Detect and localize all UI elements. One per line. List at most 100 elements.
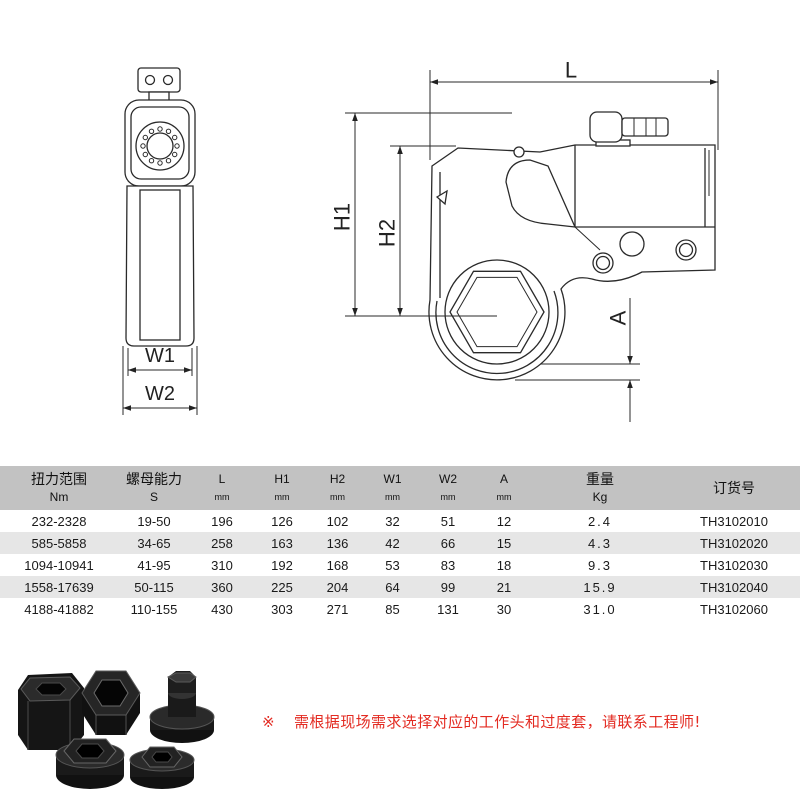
w2-cell: 66: [420, 532, 476, 554]
spec-table: 扭力范围 Nm 螺母能力 S L mm H1 mm H2 mm W1 mm: [0, 466, 800, 620]
socket-set-image: [18, 670, 215, 789]
w2-cell: 99: [420, 576, 476, 598]
header-title: 重量: [586, 471, 614, 487]
h2-cell: 102: [326, 513, 349, 529]
a-cell: 21: [476, 576, 532, 598]
small-flanged-socket: [129, 746, 195, 789]
torque-range-cell: 585-5858: [0, 532, 118, 554]
nut-capacity-cell: 34-65: [118, 532, 190, 554]
engineer-contact-note: ※需根据现场需求选择对应的工作头和过度套，请联系工程师!: [262, 711, 701, 733]
header-l: L mm: [190, 466, 254, 510]
a-cell: 12: [496, 513, 512, 529]
h2-cell: 168: [326, 557, 349, 573]
table-row: 585-5858 34-65 258 163 136 42 66 15 4.3 …: [0, 532, 800, 554]
header-w1: W1 mm: [365, 466, 420, 510]
h2-cell: 271: [326, 601, 349, 617]
weight-cell: 9.3: [587, 557, 613, 573]
weight-cell: 2.4: [587, 513, 613, 529]
width-dimensions: [122, 346, 198, 415]
header-title: W2: [439, 472, 457, 486]
order-number-cell: TH3102030: [700, 557, 768, 573]
order-number-cell: TH3102040: [668, 576, 800, 598]
header-unit: S: [149, 490, 158, 504]
table-row: 1094-10941 41-95 310 192 168 53 83 18 9.…: [0, 554, 800, 576]
bolt-circle: [140, 126, 180, 166]
header-title: A: [499, 472, 508, 486]
header-unit: mm: [330, 492, 345, 502]
h1-cell: 192: [271, 557, 293, 573]
hex-socket: [18, 673, 84, 750]
torque-wrench-drawing: W1 W2: [122, 58, 719, 422]
table-row: 4188-41882 110-155 430 303 271 85 131 30…: [0, 598, 800, 620]
header-unit: mm: [385, 492, 400, 502]
a-label: A: [606, 310, 631, 325]
stepped-adapter: [149, 671, 215, 743]
hex-ring-socket: [81, 670, 141, 735]
l-cell: 258: [190, 532, 254, 554]
header-nut-capacity: 螺母能力 S: [118, 466, 190, 510]
l-cell: 310: [211, 557, 233, 573]
torque-range-cell: 1094-10941: [24, 557, 94, 573]
a-cell: 15: [476, 532, 532, 554]
w1-label: W1: [145, 345, 175, 367]
h1-cell: 225: [254, 576, 310, 598]
header-h1: H1 mm: [254, 466, 310, 510]
header-h2: H2 mm: [310, 466, 365, 510]
header-unit: mm: [274, 492, 290, 502]
side-view: [124, 67, 196, 347]
h1-label: H1: [330, 203, 355, 231]
swivel-coupler: [589, 111, 669, 147]
header-order-number: 订货号: [668, 466, 800, 510]
w2-label: W2: [145, 383, 175, 405]
weight-cell: 15.9: [532, 576, 668, 598]
w1-cell: 53: [385, 557, 400, 573]
h2-cell: 204: [310, 576, 365, 598]
hex-drive: [449, 270, 545, 354]
pivot-hole: [619, 231, 645, 257]
header-weight: 重量 Kg: [532, 466, 668, 510]
header-a: A mm: [476, 466, 532, 510]
w2-cell: 51: [440, 513, 456, 529]
weight-cell: 31.0: [583, 601, 617, 617]
l-cell: 360: [190, 576, 254, 598]
h2-cell: 136: [310, 532, 365, 554]
table-header-row: 扭力范围 Nm 螺母能力 S L mm H1 mm H2 mm W1 mm: [0, 466, 800, 510]
w1-cell: 42: [365, 532, 420, 554]
w2-cell: 131: [437, 601, 459, 617]
h1-cell: 126: [271, 513, 293, 529]
order-number-cell: TH3102010: [700, 513, 768, 529]
h2-label: H2: [375, 219, 400, 247]
header-title: H2: [329, 472, 346, 486]
front-view: [428, 111, 716, 381]
header-title: L: [218, 472, 226, 486]
front-dimensions: [345, 70, 719, 422]
nut-capacity-cell: 41-95: [137, 557, 171, 573]
order-number-cell: TH3102020: [668, 532, 800, 554]
torque-range-cell: 232-2328: [31, 513, 87, 529]
l-cell: 196: [211, 513, 233, 529]
w1-cell: 85: [385, 601, 400, 617]
table-row: 232-2328 19-50 196 126 102 32 51 12 2.4 …: [0, 510, 800, 532]
header-title: 扭力范围: [31, 471, 87, 487]
header-unit: Kg: [592, 490, 608, 504]
header-title: W1: [383, 472, 402, 486]
weight-cell: 4.3: [532, 532, 668, 554]
header-unit: mm: [496, 492, 512, 502]
nut-capacity-cell: 110-155: [130, 601, 178, 617]
header-title: 订货号: [713, 480, 755, 496]
header-torque-range: 扭力范围 Nm: [0, 466, 118, 510]
header-w2: W2 mm: [420, 466, 476, 510]
a-cell: 18: [496, 557, 512, 573]
a-cell: 30: [496, 601, 512, 617]
pawl-slot: [505, 159, 577, 228]
order-number-cell: TH3102060: [700, 601, 768, 617]
hose-connector: [137, 67, 181, 93]
w2-cell: 83: [440, 557, 456, 573]
w1-cell: 32: [385, 513, 400, 529]
nut-capacity-cell: 50-115: [118, 576, 190, 598]
nut-capacity-cell: 19-50: [137, 513, 171, 529]
h1-cell: 303: [271, 601, 293, 617]
l-label: L: [565, 58, 577, 83]
reference-mark-icon: ※: [262, 713, 275, 731]
header-unit: mm: [214, 492, 230, 502]
